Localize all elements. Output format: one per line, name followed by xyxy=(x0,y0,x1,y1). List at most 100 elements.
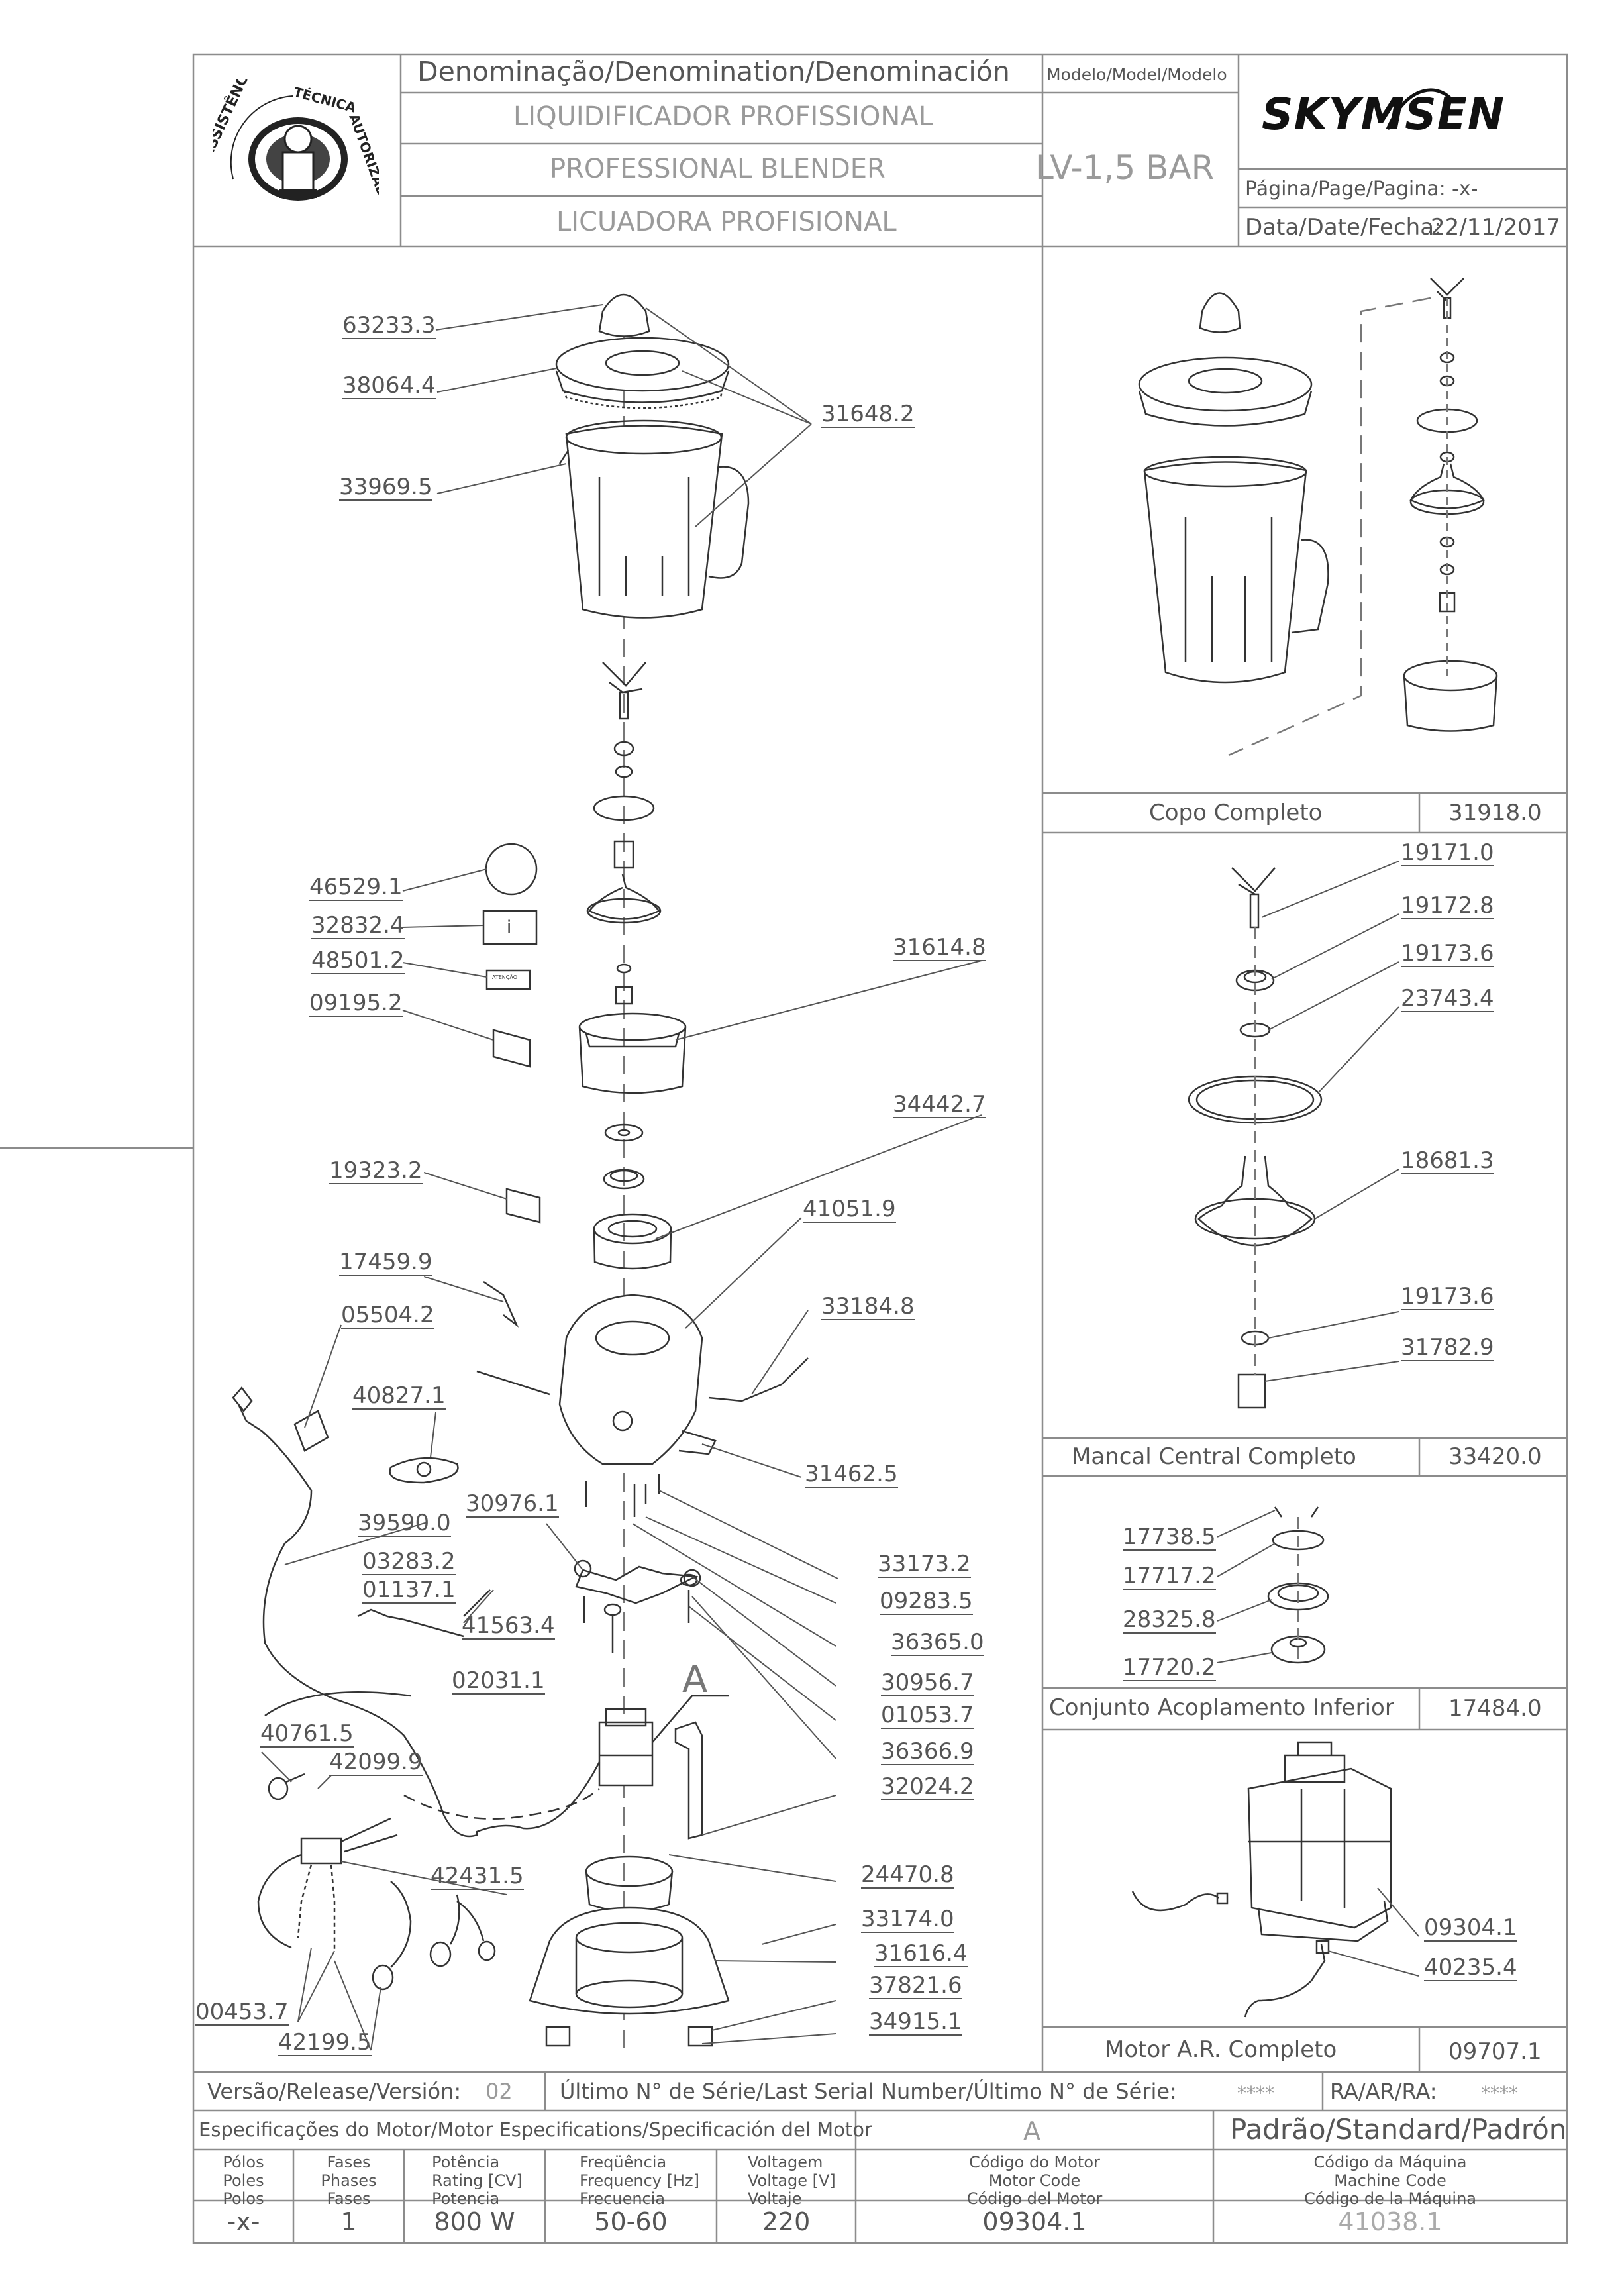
brand-logo: SKYMSEN xyxy=(1262,89,1505,140)
svg-text:i: i xyxy=(507,917,511,937)
part-callout[interactable]: 39590.0 xyxy=(358,1510,451,1537)
part-callout[interactable]: 19173.6 xyxy=(1401,1283,1494,1310)
part-callout[interactable]: 31462.5 xyxy=(805,1461,898,1488)
part-callout[interactable]: 02031.1 xyxy=(452,1667,545,1695)
detail-a-label: A xyxy=(682,1658,708,1701)
assembly-code: 31918.0 xyxy=(1448,800,1542,826)
part-callout[interactable]: 33184.8 xyxy=(821,1293,915,1320)
value-rating: 800 W xyxy=(434,2207,515,2236)
part-callout[interactable]: 36366.9 xyxy=(881,1738,974,1765)
part-callout[interactable]: 41563.4 xyxy=(462,1612,555,1640)
part-callout[interactable]: 33969.5 xyxy=(339,474,432,501)
value-frequency: 50-60 xyxy=(594,2207,668,2236)
part-callout[interactable]: 31614.8 xyxy=(893,934,986,961)
part-callout[interactable]: 23743.4 xyxy=(1401,985,1494,1012)
assembly-code: 09707.1 xyxy=(1448,2038,1542,2065)
part-callout[interactable]: 31782.9 xyxy=(1401,1334,1494,1361)
motor-code-header: A xyxy=(1023,2116,1040,2146)
date-label: Data/Date/Fecha: xyxy=(1245,214,1442,240)
part-callout[interactable]: 37821.6 xyxy=(869,1972,962,1999)
part-callout[interactable]: 40827.1 xyxy=(352,1383,446,1410)
part-callout[interactable]: 46529.1 xyxy=(309,874,403,901)
part-callout[interactable]: 34442.7 xyxy=(893,1091,986,1118)
part-callout[interactable]: 28325.8 xyxy=(1123,1606,1216,1634)
part-callout[interactable]: 48501.2 xyxy=(311,947,405,974)
part-callout[interactable]: 31616.4 xyxy=(874,1940,968,1967)
date-value: 22/11/2017 xyxy=(1431,214,1560,240)
part-callout[interactable]: 40761.5 xyxy=(260,1720,354,1748)
part-callout[interactable]: 40235.4 xyxy=(1424,1954,1517,1981)
part-callout[interactable]: 19172.8 xyxy=(1401,892,1494,919)
part-callout[interactable]: 05504.2 xyxy=(341,1302,434,1329)
name-portuguese: LIQUIDIFICADOR PROFISSIONAL xyxy=(513,101,933,132)
denomination-label: Denominação/Denomination/Denominación xyxy=(417,56,1010,87)
page-label: Página/Page/Pagina: xyxy=(1245,178,1446,201)
name-english: PROFESSIONAL BLENDER xyxy=(550,154,886,184)
part-callout[interactable]: 42431.5 xyxy=(431,1863,524,1890)
assembly-name: Conjunto Acoplamento Inferior xyxy=(1049,1695,1394,1721)
part-callout[interactable]: 36365.0 xyxy=(891,1629,984,1656)
part-callout[interactable]: 42199.5 xyxy=(278,2029,372,2056)
part-callout[interactable]: 00453.7 xyxy=(195,1999,289,2026)
page-value: -x- xyxy=(1452,178,1478,201)
part-callout[interactable]: 09304.1 xyxy=(1424,1914,1517,1942)
part-callout[interactable]: 32832.4 xyxy=(311,912,405,939)
assembly-name: Copo Completo xyxy=(1149,800,1323,826)
part-callout[interactable]: 38064.4 xyxy=(342,372,436,399)
part-callout[interactable]: 24470.8 xyxy=(861,1861,954,1889)
part-callout[interactable]: 09283.5 xyxy=(880,1588,973,1615)
value-phases: 1 xyxy=(340,2207,357,2236)
part-callout[interactable]: 30976.1 xyxy=(466,1490,559,1518)
value-voltage: 220 xyxy=(762,2207,811,2236)
part-callout[interactable]: 30956.7 xyxy=(881,1669,974,1696)
sticker-text: ATENÇÃO xyxy=(492,974,517,980)
value-machine-code: 41038.1 xyxy=(1338,2207,1443,2236)
part-callout[interactable]: 33173.2 xyxy=(878,1551,971,1578)
part-callout[interactable]: 19323.2 xyxy=(329,1157,423,1184)
part-callout[interactable]: 42099.9 xyxy=(329,1749,423,1776)
part-callout[interactable]: 41051.9 xyxy=(803,1196,896,1223)
part-callout[interactable]: 63233.3 xyxy=(342,312,436,339)
value-poles: -x- xyxy=(227,2207,260,2236)
part-callout[interactable]: 33174.0 xyxy=(861,1906,954,1933)
part-callout[interactable]: 03283.2 xyxy=(362,1548,456,1575)
model-label: Modelo/Model/Modelo xyxy=(1046,65,1227,84)
brand-swoosh xyxy=(1386,88,1456,130)
ra-label: RA/AR/RA: xyxy=(1330,2079,1437,2104)
part-callout[interactable]: 17738.5 xyxy=(1123,1524,1216,1551)
part-callout[interactable]: 09195.2 xyxy=(309,990,403,1017)
name-spanish: LICUADORA PROFISIONAL xyxy=(556,207,897,237)
assembly-code: 17484.0 xyxy=(1448,1695,1542,1722)
assembly-code: 33420.0 xyxy=(1448,1443,1542,1470)
part-callout[interactable]: 17459.9 xyxy=(339,1249,432,1276)
version-label: Versão/Release/Versión: xyxy=(207,2079,462,2104)
part-callout[interactable]: 17720.2 xyxy=(1123,1654,1216,1681)
part-callout[interactable]: 19173.6 xyxy=(1401,940,1494,967)
part-callout[interactable]: 01137.1 xyxy=(362,1577,456,1604)
part-callout[interactable]: 31648.2 xyxy=(821,401,915,428)
assembly-name: Mancal Central Completo xyxy=(1072,1443,1356,1470)
part-callout[interactable]: 34915.1 xyxy=(869,2009,962,2036)
model-value: LV-1,5 BAR xyxy=(1035,148,1215,187)
part-callout[interactable]: 19171.0 xyxy=(1401,839,1494,866)
part-callout[interactable]: 01053.7 xyxy=(881,1702,974,1729)
part-callout[interactable]: 18681.3 xyxy=(1401,1147,1494,1174)
version-value: 02 xyxy=(485,2079,513,2104)
value-motor-code: 09304.1 xyxy=(982,2207,1087,2236)
part-callout[interactable]: 32024.2 xyxy=(881,1773,974,1800)
serial-value: **** xyxy=(1237,2082,1274,2104)
ra-value: **** xyxy=(1481,2082,1518,2104)
standard-label: Padrão/Standard/Padrón xyxy=(1230,2113,1567,2146)
motor-spec-label: Especificações do Motor/Motor Especifica… xyxy=(199,2118,872,2141)
part-callout[interactable]: 17717.2 xyxy=(1123,1563,1216,1590)
serial-label: Último N° de Série/Last Serial Number/Úl… xyxy=(560,2079,1177,2104)
